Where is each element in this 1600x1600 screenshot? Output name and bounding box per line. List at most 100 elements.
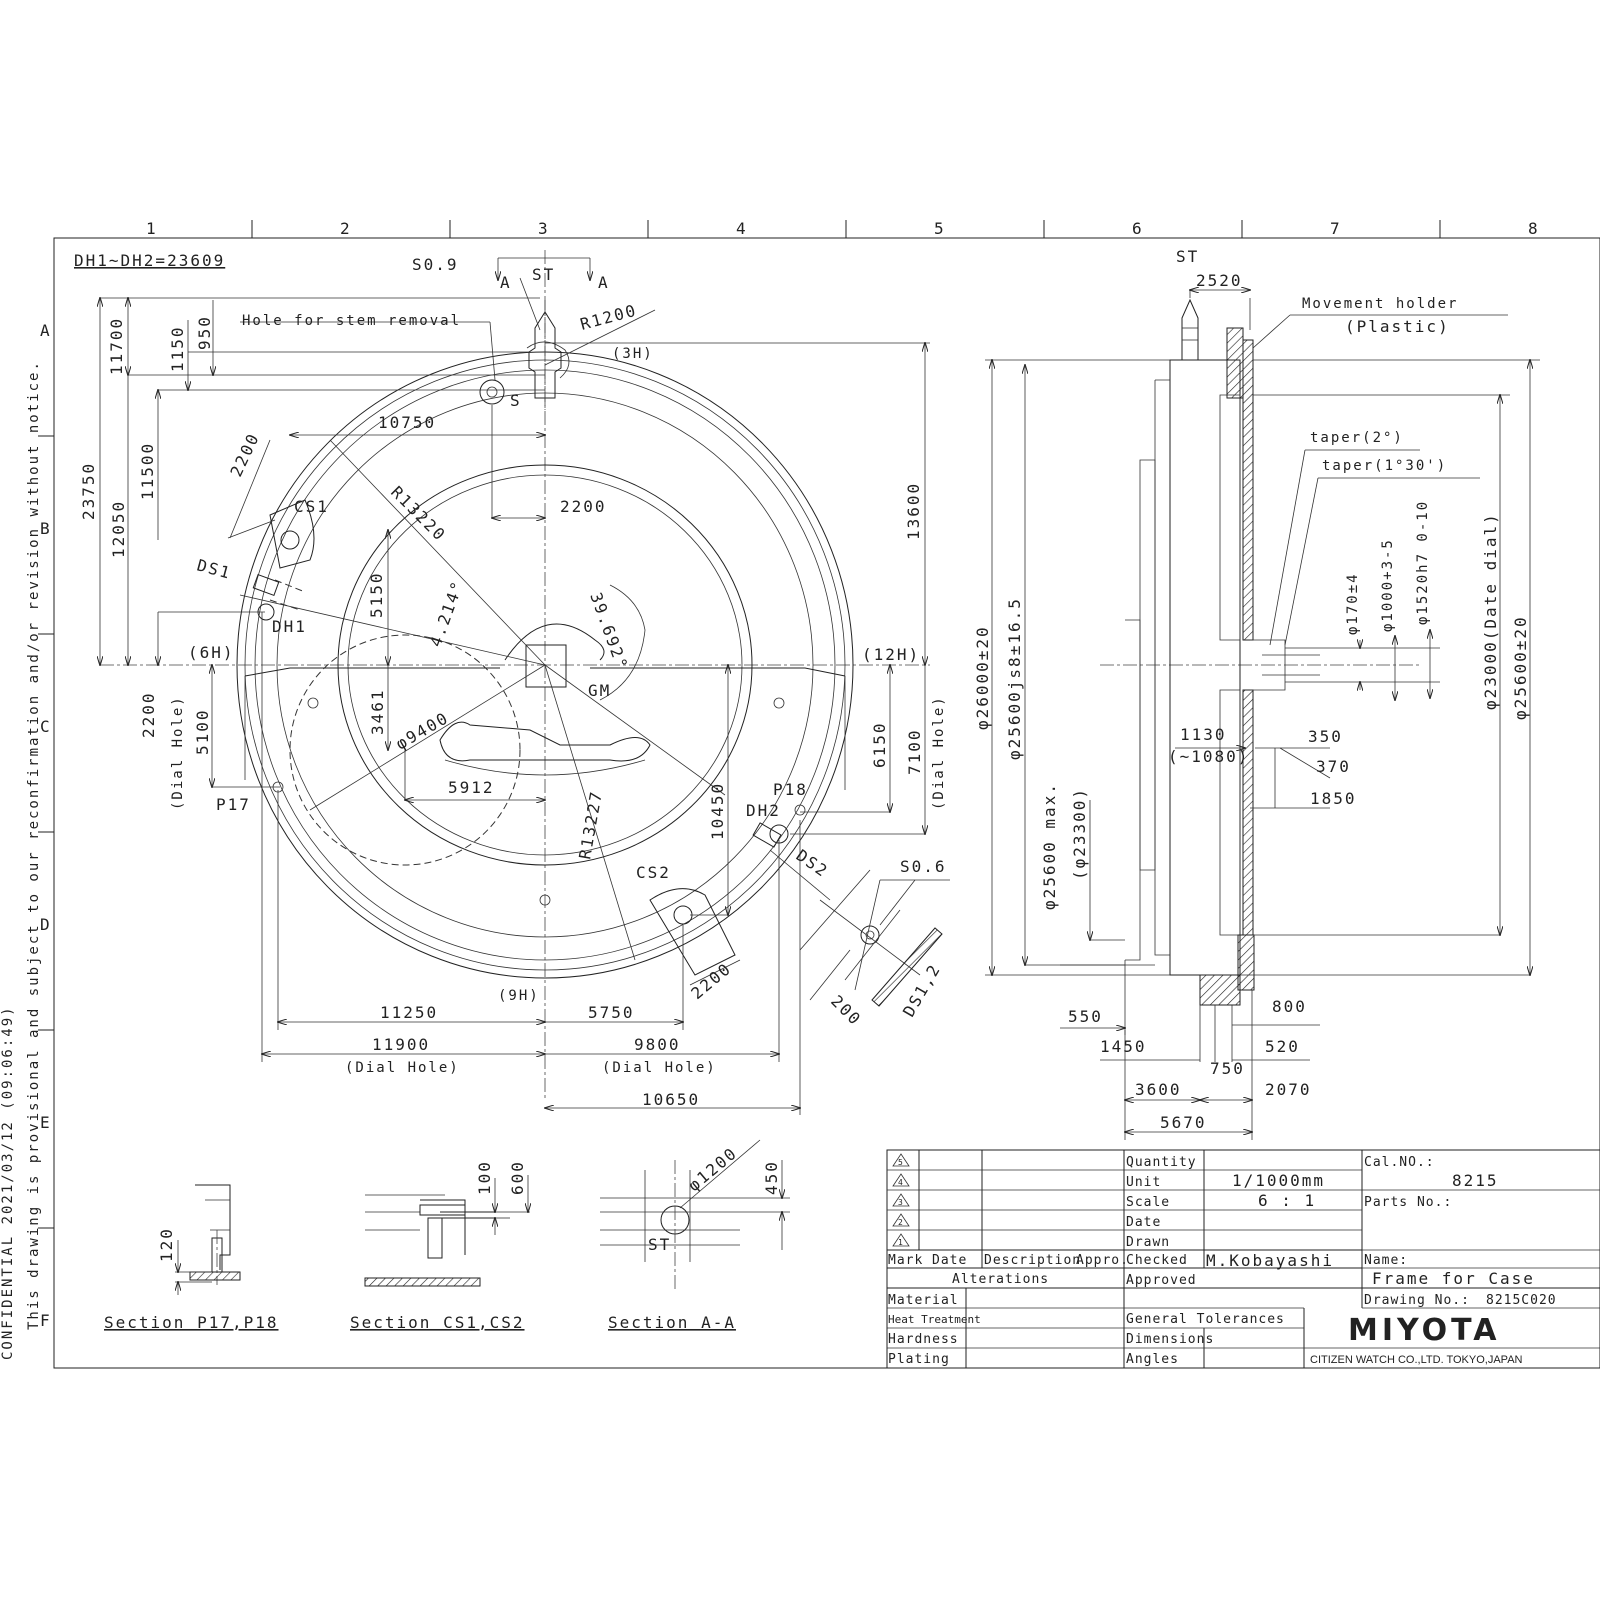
col-label: 3 bbox=[538, 219, 550, 238]
dim-7100: 7100 bbox=[905, 728, 924, 775]
front-view: DH1~DH2=23609 bbox=[74, 250, 950, 1115]
tb-name: Name: bbox=[1364, 1253, 1408, 1268]
dim-11250: 11250 bbox=[380, 1003, 438, 1022]
label-dial-hole-left: (Dial Hole) bbox=[170, 695, 186, 810]
side-notice: This drawing is provisional and subject … bbox=[0, 360, 42, 1360]
col-label: 4 bbox=[736, 219, 748, 238]
side-370: 370 bbox=[1316, 757, 1351, 776]
side-labels: ST 2520 Movement holder (Plastic) taper(… bbox=[973, 247, 1530, 1132]
label-dial-hole-br: (Dial Hole) bbox=[602, 1060, 717, 1076]
row-label: C bbox=[40, 717, 52, 736]
revision-marks: 5 4 3 2 1 bbox=[892, 1153, 910, 1247]
row-label: A bbox=[40, 321, 52, 340]
col-label: 7 bbox=[1330, 219, 1342, 238]
dim-6150: 6150 bbox=[870, 721, 889, 768]
tb-drawing-no-value: 8215C020 bbox=[1486, 1293, 1557, 1308]
side-plastic: (Plastic) bbox=[1345, 317, 1450, 336]
side-1130: 1130 bbox=[1180, 725, 1227, 744]
dim-10750: 10750 bbox=[378, 413, 436, 432]
phi9400-circle bbox=[289, 634, 521, 866]
side-phi26000: φ26000±20 bbox=[973, 625, 992, 730]
tb-unit-value: 1/1000mm bbox=[1232, 1171, 1325, 1190]
tb-alterations: Alterations bbox=[952, 1272, 1049, 1287]
side-750: 750 bbox=[1210, 1059, 1245, 1078]
side-800: 800 bbox=[1272, 997, 1307, 1016]
dim-3461: 3461 bbox=[368, 688, 387, 735]
label-dh1: DH1 bbox=[272, 617, 307, 636]
side-phi170: φ170±4 bbox=[1345, 572, 1361, 635]
tb-checked-value: M.Kobayashi bbox=[1206, 1251, 1334, 1270]
label-cs1: CS1 bbox=[294, 497, 329, 516]
side-taper130: taper(1°30') bbox=[1322, 458, 1447, 474]
tb-quantity: Quantity bbox=[1126, 1155, 1197, 1170]
side-520: 520 bbox=[1265, 1037, 1300, 1056]
rev-mark: 1 bbox=[898, 1238, 903, 1247]
row-label: D bbox=[40, 915, 52, 934]
dim-9800: 9800 bbox=[634, 1035, 681, 1054]
section-p17-p18-title: Section P17,P18 bbox=[104, 1313, 279, 1332]
tb-unit: Unit bbox=[1126, 1175, 1161, 1190]
label-ds2: DS2 bbox=[793, 846, 832, 882]
tb-drawn: Drawn bbox=[1126, 1235, 1170, 1250]
label-a-left: A bbox=[500, 273, 512, 292]
dim-950: 950 bbox=[195, 315, 214, 350]
label-s09: S0.9 bbox=[412, 255, 459, 274]
side-phi1000: φ1000+3-5 bbox=[1380, 538, 1396, 632]
dim-1150: 1150 bbox=[168, 325, 187, 372]
dim-11700: 11700 bbox=[107, 317, 126, 375]
section-a-a-st: ST bbox=[648, 1235, 671, 1254]
tb-approved: Approved bbox=[1126, 1273, 1197, 1288]
side-phi23300: (φ23300) bbox=[1070, 787, 1089, 880]
tb-scale-value: 6 : 1 bbox=[1258, 1191, 1316, 1210]
row-label: B bbox=[40, 519, 52, 538]
cs1-feature bbox=[227, 499, 315, 569]
side-phi25600r: φ25600±20 bbox=[1511, 615, 1530, 720]
side-5670: 5670 bbox=[1160, 1113, 1207, 1132]
label-p18: P18 bbox=[773, 780, 808, 799]
tb-name-value: Frame for Case bbox=[1372, 1269, 1535, 1288]
tb-date-col: Date bbox=[932, 1253, 967, 1268]
dim-2200-b: 2200 bbox=[560, 497, 607, 516]
front-labels: S0.9 A ST A R1200 Hole for stem removal … bbox=[170, 255, 947, 1076]
dim-13600: 13600 bbox=[904, 482, 923, 540]
dim-5100: 5100 bbox=[193, 708, 212, 755]
side-movement-holder: Movement holder bbox=[1302, 296, 1458, 312]
side-view: ST 2520 Movement holder (Plastic) taper(… bbox=[973, 247, 1540, 1140]
column-ticks bbox=[251, 220, 1441, 238]
dim-120: 120 bbox=[157, 1227, 176, 1262]
row-ticks bbox=[38, 435, 54, 1229]
gm-center bbox=[439, 584, 651, 776]
tb-hardness: Hardness bbox=[888, 1332, 959, 1347]
row-label: F bbox=[40, 1311, 52, 1330]
title-block: 5 4 3 2 1 Mark Date Description Appro. A… bbox=[886, 1149, 1600, 1369]
row-label: E bbox=[40, 1113, 52, 1132]
col-label: 1 bbox=[146, 219, 158, 238]
col-label: 8 bbox=[1528, 219, 1540, 238]
side-phi1520: φ1520h7 0-10 bbox=[1415, 500, 1431, 625]
side-st: ST bbox=[1176, 247, 1199, 266]
side-taper2: taper(2°) bbox=[1310, 430, 1404, 446]
dim-100: 100 bbox=[475, 1160, 494, 1195]
section-a-a-title: Section A-A bbox=[608, 1313, 736, 1332]
dim-4214: 4.214° bbox=[426, 577, 468, 649]
tb-appro: Appro. bbox=[1076, 1253, 1129, 1268]
dim-10450: 10450 bbox=[708, 782, 727, 840]
side-550: 550 bbox=[1068, 1007, 1103, 1026]
dim-2200-a: 2200 bbox=[226, 429, 263, 479]
label-cs2: CS2 bbox=[636, 863, 671, 882]
label-dh2: DH2 bbox=[746, 801, 781, 820]
tb-mark: Mark bbox=[888, 1253, 923, 1268]
section-p17-p18: 120 Section P17,P18 bbox=[104, 1184, 279, 1332]
side-phi25600js: φ25600js8±16.5 bbox=[1005, 597, 1024, 760]
dim-200: 200 bbox=[827, 991, 865, 1029]
label-12h: (12H) bbox=[862, 645, 920, 664]
rev-mark: 2 bbox=[898, 1218, 903, 1227]
dim-600: 600 bbox=[508, 1160, 527, 1195]
notice-line2: CONFIDENTIAL 2021/03/12 (09:06:49) bbox=[0, 1005, 16, 1360]
dim-phi9400: φ9400 bbox=[393, 708, 453, 754]
side-phi23000: φ23000(Date dial) bbox=[1481, 512, 1500, 710]
side-1850: 1850 bbox=[1310, 789, 1357, 808]
dim-5750: 5750 bbox=[588, 1003, 635, 1022]
col-label: 6 bbox=[1132, 219, 1144, 238]
rev-mark: 4 bbox=[898, 1178, 903, 1187]
